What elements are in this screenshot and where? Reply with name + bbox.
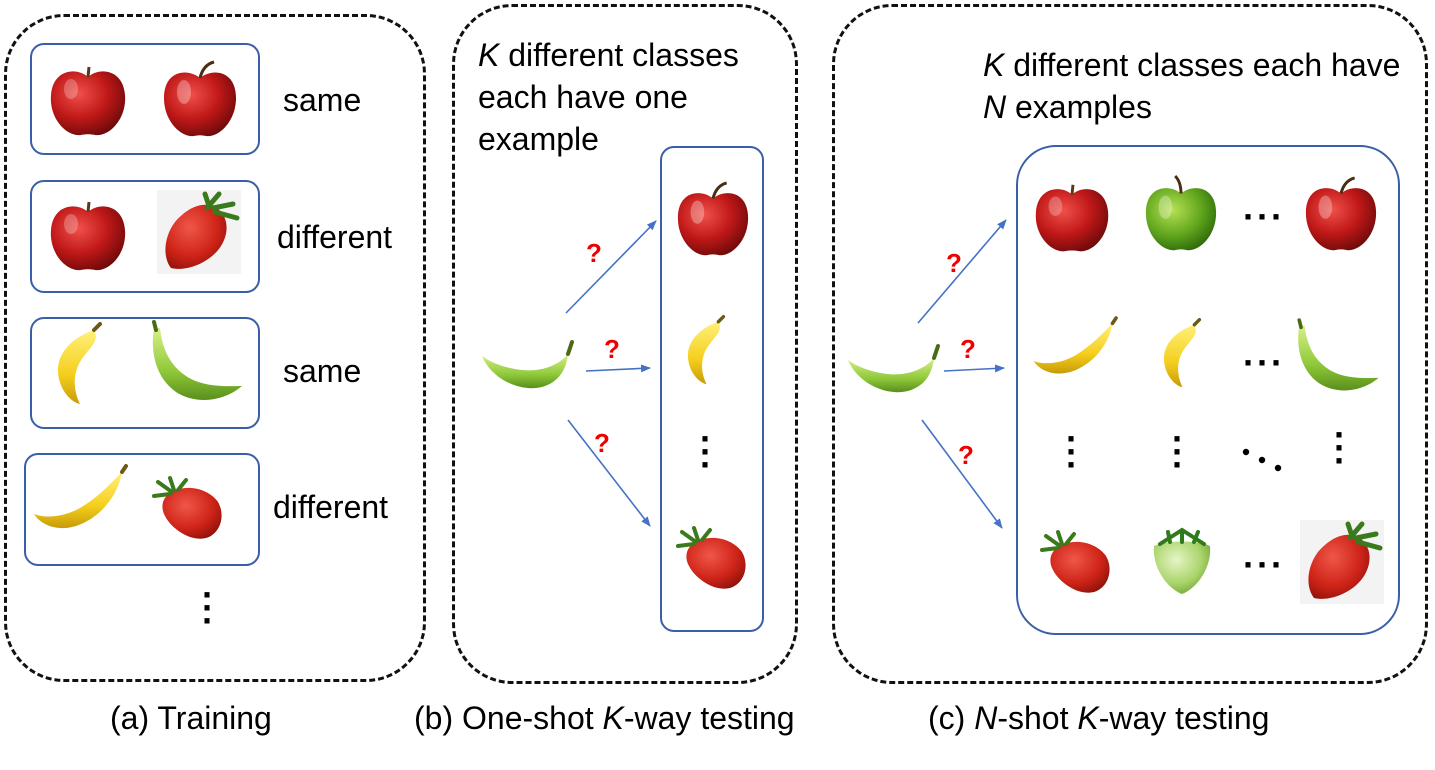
banana-icon — [34, 464, 128, 529]
caption-b: (b) One-shot K-way testing — [414, 700, 795, 737]
panel-a-training — [4, 14, 426, 682]
question-mark-b-1: ? — [586, 238, 602, 268]
n-symbol: N — [983, 89, 1007, 125]
panel-c-description-text: different classes each have — [1004, 47, 1401, 83]
banana-icon — [58, 322, 102, 404]
banana-icon — [1033, 316, 1118, 374]
caption-b-prefix: (b) One-shot — [414, 700, 603, 736]
pair-label-1: same — [283, 82, 362, 118]
strawberry-icon — [676, 526, 746, 589]
caption-c-mid: -shot — [997, 700, 1078, 736]
caption-b-k: K — [602, 700, 624, 736]
apple-icon — [50, 66, 126, 136]
pair-label-2: different — [277, 219, 393, 255]
arrow-b-1 — [565, 220, 657, 314]
panel-c-description: K different classes each have N examples — [983, 44, 1403, 128]
question-mark-c-3: ? — [958, 440, 974, 470]
caption-a: (a) Training — [110, 700, 272, 736]
strawberry-icon — [1040, 530, 1110, 593]
panel-c-description-end: examples — [1006, 89, 1152, 125]
caption-c-k: K — [1077, 700, 1099, 736]
caption-c-n: N — [974, 700, 998, 736]
apple-icon — [50, 201, 126, 271]
caption-c-suffix: -way testing — [1098, 700, 1270, 736]
green-banana-icon — [1297, 318, 1379, 391]
apple-icon — [164, 60, 236, 137]
arrow-c-2 — [943, 364, 1005, 373]
query-banana-icon — [848, 344, 940, 393]
arrow-b-3 — [567, 419, 651, 527]
caption-c: (c) N-shot K-way testing — [928, 700, 1269, 737]
panel-c-n-shot — [832, 4, 1428, 684]
arrow-c-3 — [921, 419, 1003, 529]
green-strawberry-icon — [1153, 527, 1211, 594]
apple-icon — [677, 181, 749, 256]
column-4-dots: ··· — [1334, 414, 1346, 481]
row-1-dots: ··· — [1243, 196, 1285, 237]
banana-icon — [687, 315, 726, 385]
strawberry-icon — [157, 190, 241, 274]
strawberry-icon — [152, 476, 222, 539]
arrow-b-2 — [585, 364, 651, 373]
banana-icon — [1163, 318, 1202, 388]
question-mark-c-1: ? — [946, 248, 962, 278]
green-banana-icon — [152, 320, 242, 400]
caption-b-suffix: -way testing — [623, 700, 795, 736]
apple-icon — [1035, 184, 1109, 252]
question-mark-b-3: ? — [594, 428, 610, 458]
row-2-dots: ··· — [1243, 342, 1285, 383]
diagonal-dots — [1242, 448, 1282, 472]
panel-b-description: K different classes each have one exampl… — [478, 34, 808, 160]
pair-label-4: different — [273, 489, 389, 525]
question-mark-b-2: ? — [604, 334, 620, 364]
panel-b-description-text: different classes each have one example — [478, 37, 739, 157]
question-mark-c-2: ? — [960, 334, 976, 364]
green-apple-icon — [1145, 174, 1217, 251]
caption-c-prefix: (c) — [928, 700, 975, 736]
pair-label-3: same — [283, 353, 362, 389]
apple-icon — [1305, 176, 1377, 251]
k-symbol: K — [478, 37, 500, 73]
k-symbol: K — [983, 47, 1005, 83]
strawberry-icon — [1300, 520, 1384, 604]
arrow-c-1 — [917, 219, 1007, 324]
panel-b-one-shot — [452, 4, 798, 684]
row-4-dots: ··· — [1243, 544, 1285, 585]
query-banana-icon — [482, 340, 574, 389]
